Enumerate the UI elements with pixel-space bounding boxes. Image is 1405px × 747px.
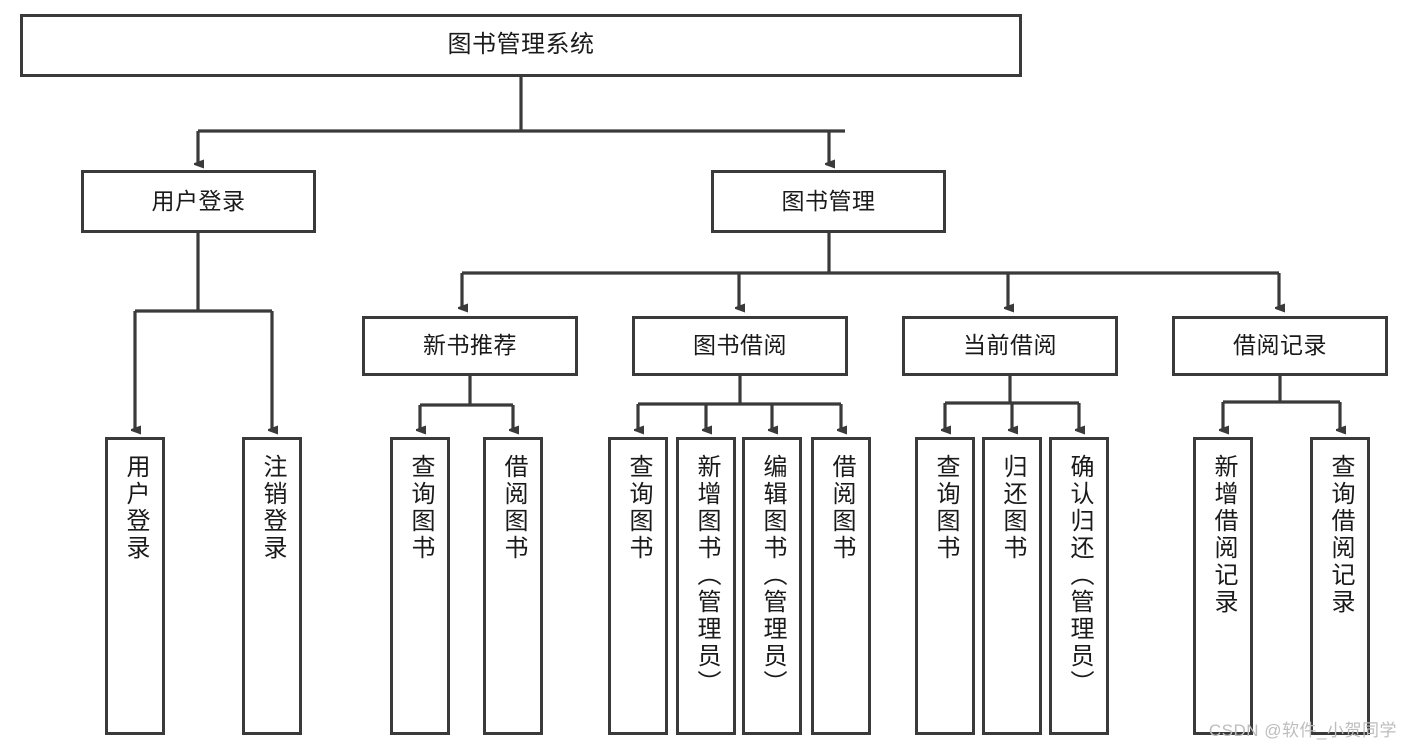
node-leaf-query-book-1-label: 查询图书 (407, 454, 434, 562)
node-book-management-label: 图书管理 (781, 187, 876, 214)
node-borrow-record-label: 借阅记录 (1233, 332, 1327, 359)
csdn-watermark: CSDN @软件_小贺同学 (1208, 721, 1397, 740)
node-leaf-query-record-label: 查询借阅记录 (1327, 454, 1354, 616)
node-leaf-add-book-label: 新增图书（管理员） (693, 454, 720, 697)
node-leaf-edit-book[interactable]: 编辑图书（管理员） (742, 437, 802, 735)
node-book-borrow[interactable]: 图书借阅 (632, 316, 848, 376)
node-leaf-edit-book-label: 编辑图书（管理员） (759, 454, 786, 697)
node-new-book-recommend-label: 新书推荐 (423, 332, 517, 359)
node-leaf-confirm-return-label: 确认归还（管理员） (1066, 454, 1093, 697)
node-current-borrow[interactable]: 当前借阅 (902, 316, 1118, 376)
node-new-book-recommend[interactable]: 新书推荐 (362, 316, 578, 376)
node-leaf-logout-label: 注销登录 (259, 454, 286, 562)
node-user-login[interactable]: 用户登录 (81, 170, 316, 233)
node-leaf-add-record-label: 新增借阅记录 (1210, 454, 1237, 616)
node-leaf-borrow-book-2-label: 借阅图书 (828, 454, 855, 562)
node-user-login-label: 用户登录 (151, 187, 246, 214)
node-leaf-query-book-2[interactable]: 查询图书 (608, 437, 668, 735)
node-leaf-return-book[interactable]: 归还图书 (982, 437, 1042, 735)
node-root[interactable]: 图书管理系统 (20, 14, 1022, 77)
node-leaf-borrow-book-1[interactable]: 借阅图书 (483, 437, 543, 735)
node-leaf-query-book-1[interactable]: 查询图书 (390, 437, 450, 735)
node-leaf-borrow-book-2[interactable]: 借阅图书 (811, 437, 871, 735)
node-leaf-query-book-3[interactable]: 查询图书 (915, 437, 975, 735)
node-leaf-add-book[interactable]: 新增图书（管理员） (676, 437, 736, 735)
node-leaf-borrow-book-1-label: 借阅图书 (500, 454, 527, 562)
node-root-label: 图书管理系统 (447, 31, 595, 59)
node-book-management[interactable]: 图书管理 (711, 170, 946, 233)
node-leaf-logout[interactable]: 注销登录 (242, 437, 302, 735)
node-leaf-add-record[interactable]: 新增借阅记录 (1193, 437, 1253, 735)
node-leaf-user-login[interactable]: 用户登录 (105, 437, 165, 735)
node-leaf-return-book-label: 归还图书 (999, 454, 1026, 562)
node-leaf-query-book-3-label: 查询图书 (932, 454, 959, 562)
node-leaf-user-login-label: 用户登录 (122, 454, 149, 562)
node-leaf-query-book-2-label: 查询图书 (625, 454, 652, 562)
node-leaf-query-record[interactable]: 查询借阅记录 (1310, 437, 1370, 735)
node-borrow-record[interactable]: 借阅记录 (1172, 316, 1388, 376)
node-current-borrow-label: 当前借阅 (963, 332, 1057, 359)
node-book-borrow-label: 图书借阅 (693, 332, 787, 359)
node-leaf-confirm-return[interactable]: 确认归还（管理员） (1049, 437, 1109, 735)
